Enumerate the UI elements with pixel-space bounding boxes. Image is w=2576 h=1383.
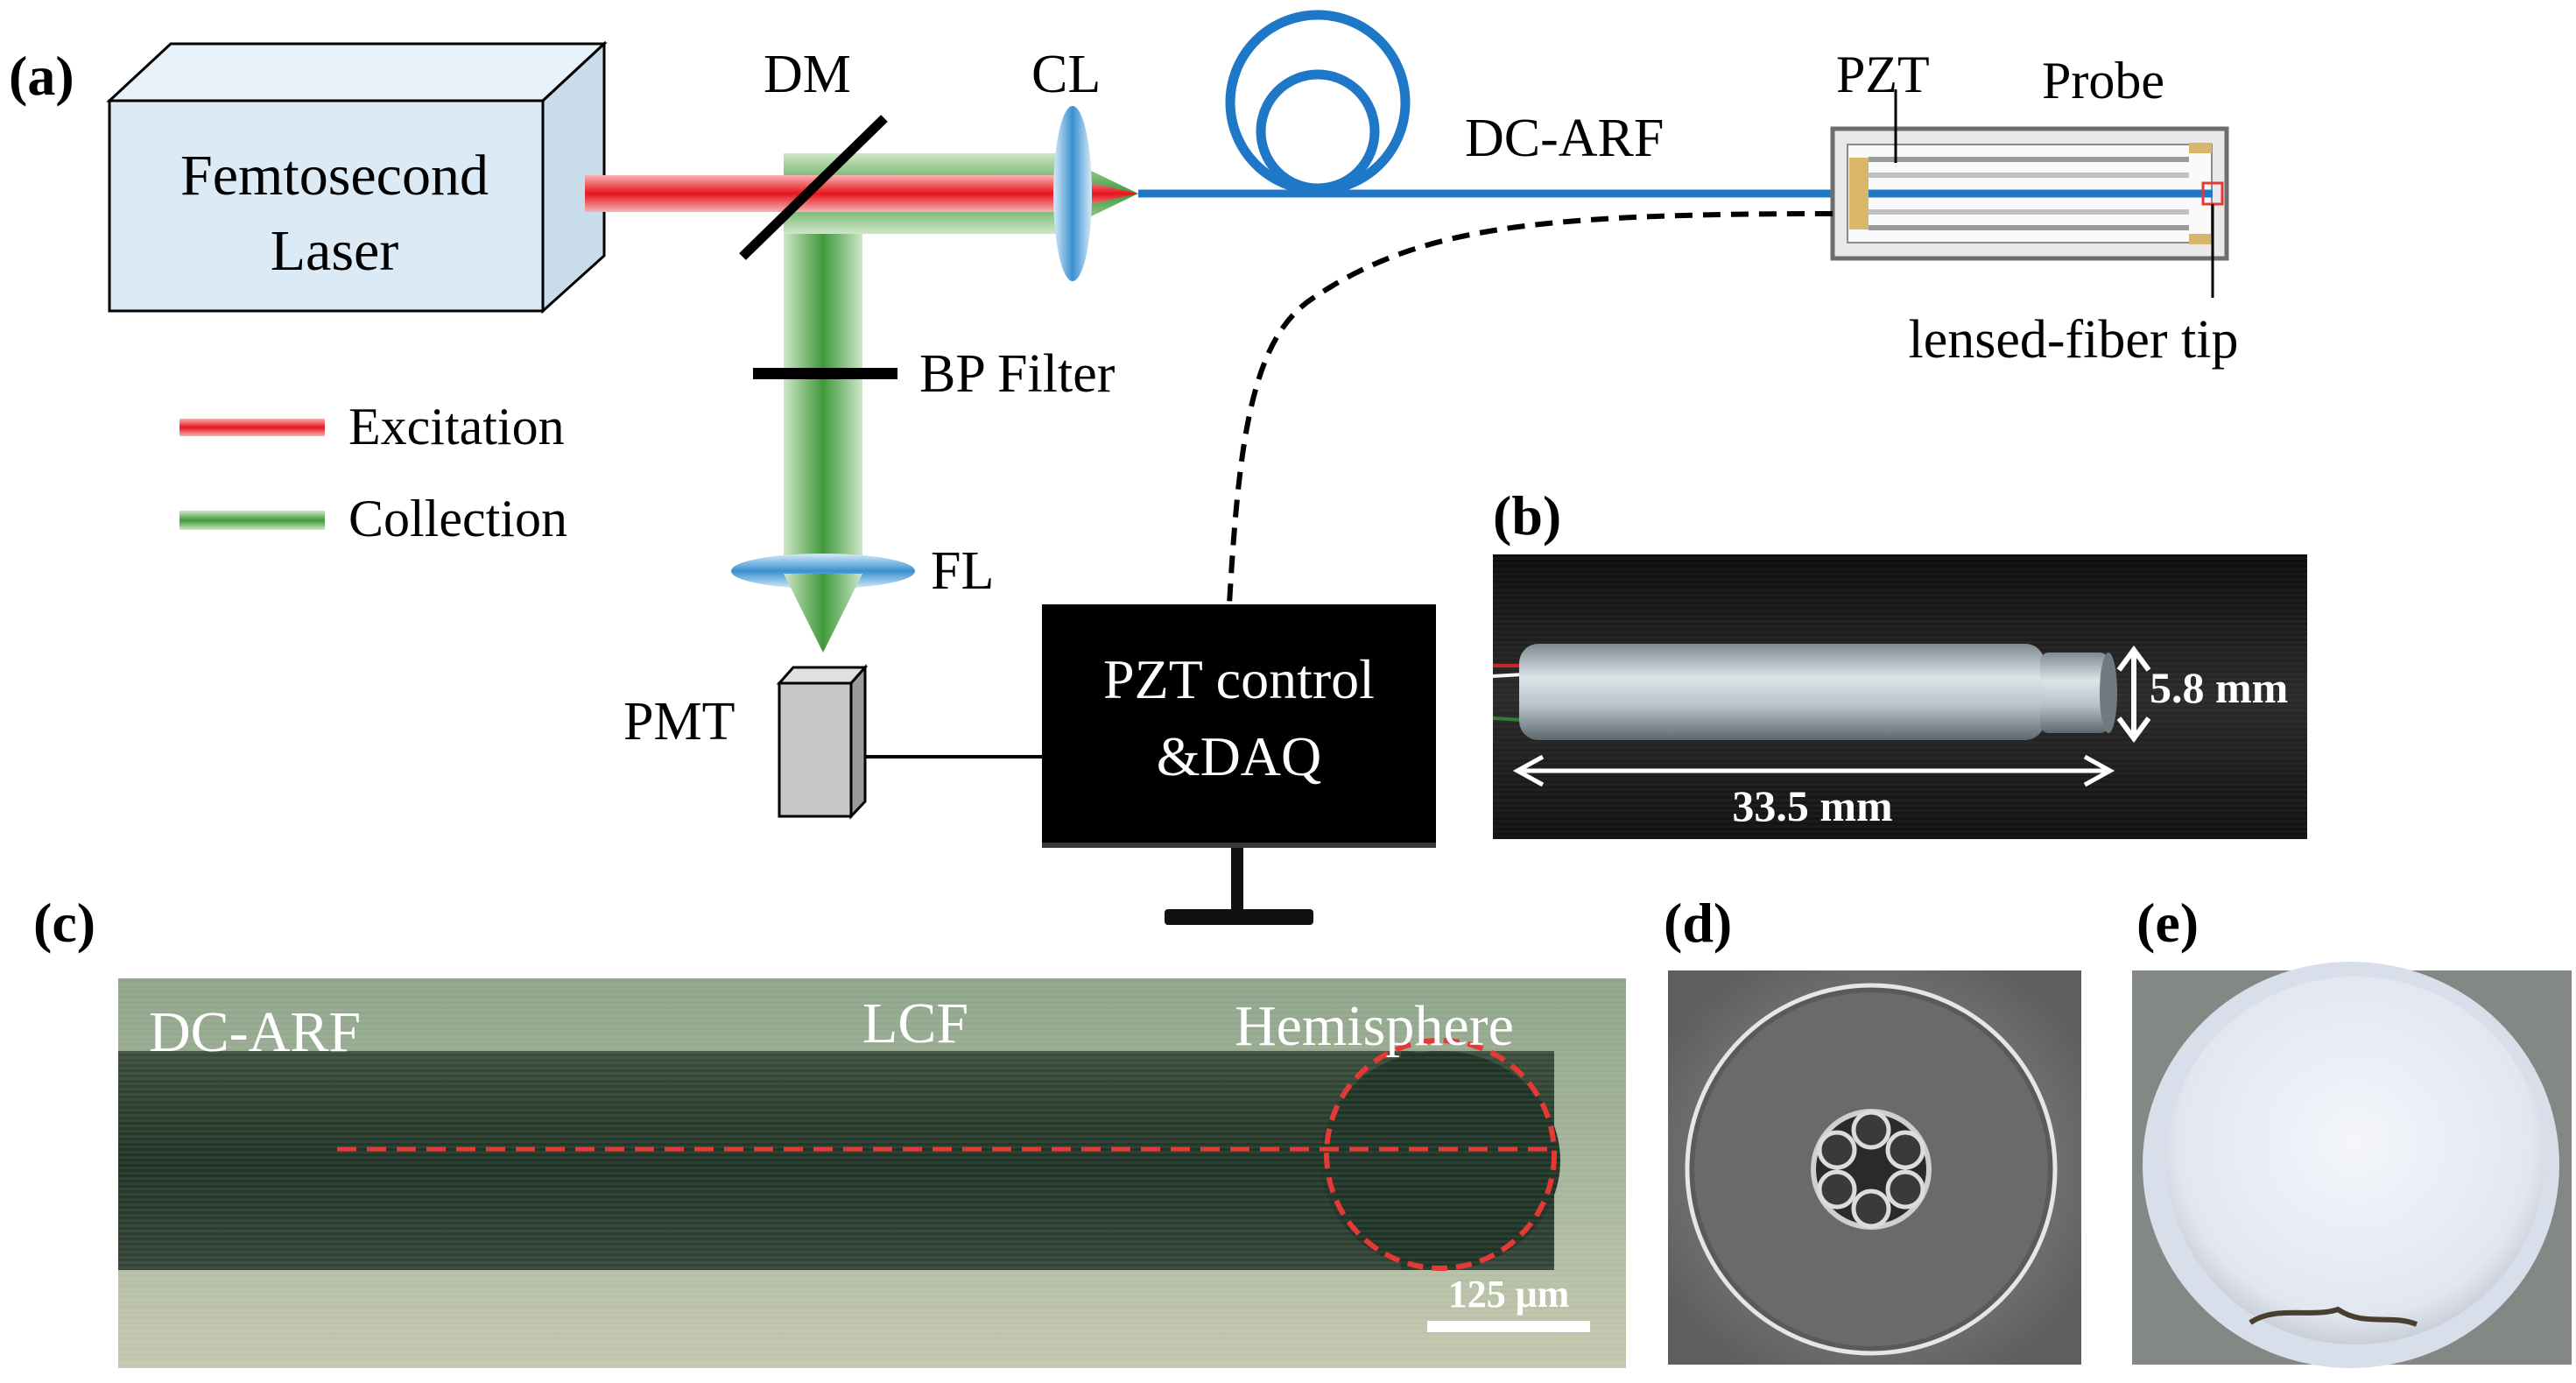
panel-label-a: (a) bbox=[9, 45, 74, 107]
panel-label-c: (c) bbox=[33, 892, 95, 954]
c-scale-label: 125 μm bbox=[1448, 1273, 1570, 1316]
collimating-lens bbox=[1053, 106, 1092, 281]
probe bbox=[1830, 126, 2229, 261]
lensed-fiber-micrograph bbox=[118, 978, 1626, 1368]
pzt-label: PZT bbox=[1836, 46, 1930, 103]
fiber-coil bbox=[1225, 10, 1411, 195]
laser-label-line1: Femtosecond bbox=[180, 144, 489, 208]
length-label: 33.5 mm bbox=[1732, 781, 1892, 830]
fiber-sem-image bbox=[1668, 970, 2081, 1365]
fiber-end-face-image bbox=[2132, 962, 2572, 1368]
length-arrow bbox=[1512, 754, 2115, 787]
panel-label-e: (e) bbox=[2136, 892, 2199, 954]
c-label-lcf: LCF bbox=[862, 991, 968, 1055]
control-label-line1: PZT control bbox=[1103, 648, 1375, 710]
c-label-hemisphere: Hemisphere bbox=[1235, 994, 1514, 1058]
bp-filter bbox=[753, 368, 897, 379]
c-label-dcarf: DC-ARF bbox=[149, 1000, 361, 1064]
fl-label: FL bbox=[931, 541, 994, 601]
laser-label-line2: Laser bbox=[271, 219, 399, 283]
pmt-label: PMT bbox=[623, 692, 735, 751]
dichroic-mirror bbox=[739, 115, 888, 260]
diameter-arrow bbox=[2116, 645, 2151, 744]
panel-label-b: (b) bbox=[1493, 484, 1561, 547]
control-cable bbox=[1227, 211, 1833, 605]
fiber-label: DC-ARF bbox=[1465, 109, 1664, 168]
panel-label-d: (d) bbox=[1664, 892, 1732, 954]
legend-collection-swatch bbox=[179, 511, 325, 530]
probe-label: Probe bbox=[2042, 52, 2164, 109]
pmt bbox=[776, 664, 869, 820]
bp-filter-label: BP Filter bbox=[919, 344, 1116, 404]
diameter-label: 5.8 mm bbox=[2150, 663, 2288, 712]
legend-excitation-label: Excitation bbox=[348, 398, 565, 455]
control-monitor bbox=[1042, 604, 1436, 925]
legend-collection-label: Collection bbox=[348, 490, 567, 547]
dm-label: DM bbox=[764, 45, 851, 104]
laser-box bbox=[106, 40, 608, 314]
control-label-line2: &DAQ bbox=[1157, 725, 1321, 787]
collection-focus-cone bbox=[784, 574, 862, 653]
hemisphere-marker bbox=[1324, 1038, 1557, 1271]
c-scale-bar bbox=[1427, 1321, 1590, 1332]
tip-label: lensed-fiber tip bbox=[1908, 310, 2238, 370]
focusing-lens bbox=[731, 554, 915, 589]
legend-excitation-swatch bbox=[179, 419, 325, 436]
probe-photo bbox=[1492, 554, 2307, 839]
cl-label: CL bbox=[1031, 45, 1101, 104]
